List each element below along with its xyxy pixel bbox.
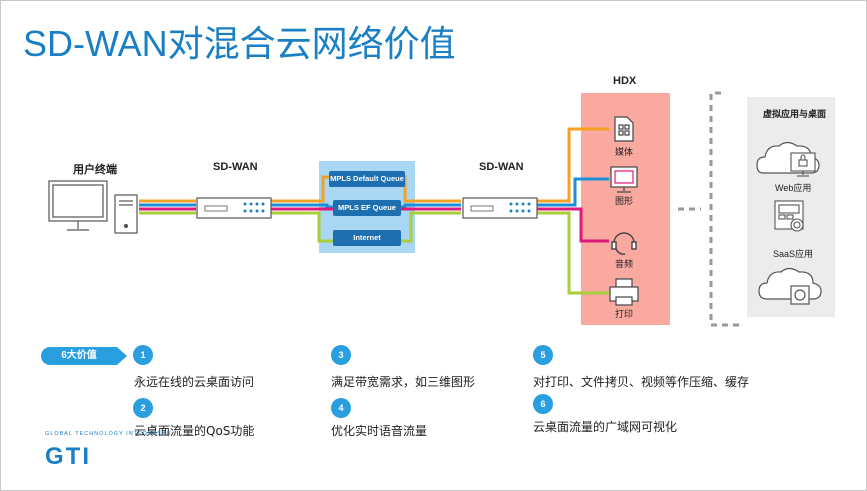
web-app-icon [774,200,804,232]
hdx-title: HDX [613,75,637,87]
hdx-item-graphics: 图形 [615,196,634,206]
value-number-3: 3 [331,345,351,365]
queue-internet: Internet [333,230,401,246]
hdx-item-audio: 音频 [615,259,634,269]
dashed-bracket [709,91,739,327]
user-terminal-label: 用户终端 [73,164,117,176]
sdwan-left-label: SD-WAN [213,161,258,173]
queue-mpls-ef: MPLS EF Queue [333,200,401,216]
monitor-icon [48,180,108,231]
value-number-1: 1 [133,345,153,365]
printer-icon [609,278,639,306]
gti-logo: GTI [45,443,91,470]
graphics-icon [610,166,638,193]
page-title: SD-WAN对混合云网络价值 [23,23,456,64]
value-text-6: 云桌面流量的广域网可视化 [533,420,678,434]
hdx-fanout [561,127,609,295]
hdx-item-print: 打印 [615,309,634,319]
value-text-3: 满足带宽需求，如三维图形 [331,375,476,389]
values-badge: 6大价值 [41,347,127,365]
hdx-item-media: 媒体 [615,147,634,157]
media-icon [614,116,634,142]
cloud-icon-2 [758,267,822,305]
value-number-2: 2 [133,398,153,418]
sdwan-device-left [196,197,272,219]
value-text-1: 永远在线的云桌面访问 [134,375,255,389]
value-number-5: 5 [533,345,553,365]
value-text-5: 对打印、文件拷贝、视频等作压缩、缓存 [533,375,750,389]
right-link-bundle [536,199,561,215]
value-number-4: 4 [331,398,351,418]
queue-mpls-default: MPLS Default Queue [329,171,405,187]
value-text-2: 云桌面流量的QoS功能 [134,424,255,438]
cloud-item-saas: SaaS应用 [773,249,814,259]
cloud-panel-title: 虚拟应用与桌面 [763,109,827,119]
value-number-6: 6 [533,394,553,414]
sdwan-right-label: SD-WAN [479,161,524,173]
tower-pc-icon [114,194,138,234]
left-link-bundle [139,199,313,215]
value-text-4: 优化实时语音流量 [331,424,428,438]
cloud-item-web: Web应用 [775,183,812,193]
lock-screen-icon [790,152,816,177]
audio-headset-icon [611,232,637,255]
logo-tagline: GLOBAL TECHNOLOGY INTEGRATOR [45,431,172,437]
sdwan-device-right [462,197,538,219]
